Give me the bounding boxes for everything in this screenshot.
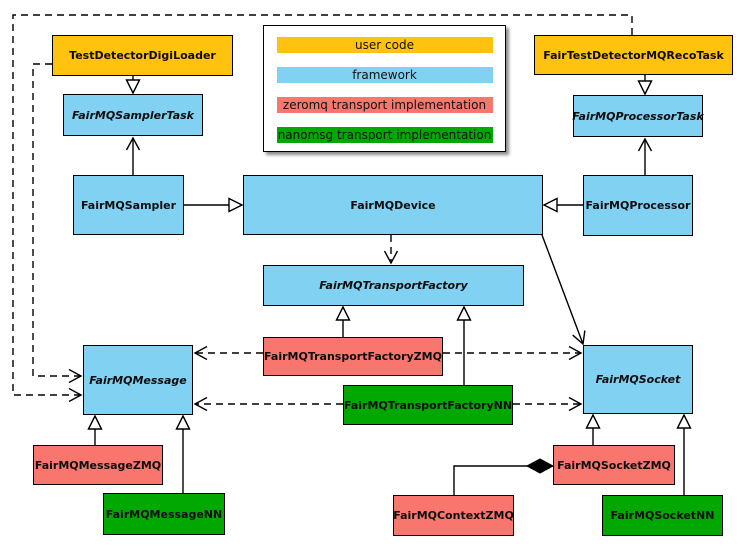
node-fairmq-socket: FairMQSocket	[583, 345, 693, 414]
legend: user code framework zeromq transport imp…	[263, 25, 506, 152]
node-fairmq-processor-task: FairMQProcessorTask	[572, 95, 704, 137]
node-fairmq-message: FairMQMessage	[83, 345, 193, 415]
node-fairmq-transport-factory-zmq: FairMQTransportFactoryZMQ	[263, 337, 443, 376]
node-fairmq-socket-zmq: FairMQSocketZMQ	[553, 445, 675, 485]
node-fairmq-processor: FairMQProcessor	[583, 175, 693, 236]
legend-item-user-code: user code	[276, 37, 493, 53]
composition-diamond-icon	[525, 458, 555, 474]
node-fairmq-device: FairMQDevice	[243, 175, 543, 235]
node-fairmq-message-nn: FairMQMessageNN	[103, 493, 225, 535]
node-fairmq-message-zmq: FairMQMessageZMQ	[33, 445, 163, 485]
node-fairmq-transport-factory-nn: FairMQTransportFactoryNN	[343, 385, 513, 425]
node-test-detector-digi-loader: TestDetectorDigiLoader	[52, 35, 233, 76]
node-fairmq-transport-factory: FairMQTransportFactory	[263, 265, 524, 306]
node-fairmq-context-zmq: FairMQContextZMQ	[393, 495, 514, 536]
node-fairmq-sampler: FairMQSampler	[73, 175, 184, 235]
node-fair-test-detector-mq-reco-task: FairTestDetectorMQRecoTask	[534, 35, 733, 75]
edge-assoc-device-socket	[541, 234, 586, 346]
node-fairmq-sampler-task: FairMQSamplerTask	[63, 94, 203, 136]
legend-item-zeromq: zeromq transport implementation	[276, 97, 493, 113]
edge-comp-contextzmq-socketzmq	[453, 465, 528, 495]
node-fairmq-socket-nn: FairMQSocketNN	[602, 495, 723, 536]
legend-item-nanomsg: nanomsg transport implementation	[276, 127, 493, 143]
legend-item-framework: framework	[276, 67, 493, 83]
